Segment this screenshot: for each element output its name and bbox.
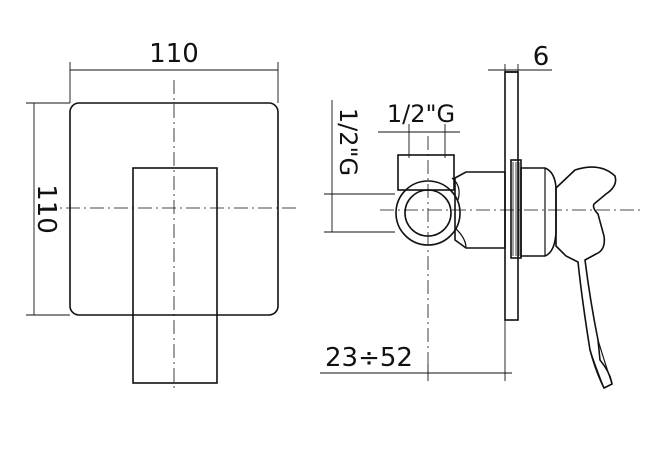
dimension-front-height-label: 110 [31, 184, 61, 234]
lever-handle [555, 166, 617, 390]
dimension-front-width-label: 110 [149, 39, 199, 69]
dimension-thread-side-label: 1/2"G [334, 108, 362, 176]
dimension-depth-label: 6 [533, 42, 550, 72]
dimension-depth [488, 64, 552, 78]
dimension-thread-side [324, 100, 395, 233]
front-view [42, 80, 300, 392]
top-inlet [397, 154, 455, 191]
valve-body [454, 171, 506, 249]
dimension-range [320, 320, 512, 381]
dimension-range-label: 23÷52 [325, 343, 413, 373]
escutcheon [520, 167, 557, 257]
dimension-front-width [69, 62, 279, 103]
dimension-thread-top-label: 1/2"G [387, 100, 455, 128]
dimension-front-height [26, 102, 70, 316]
lever-body [132, 167, 218, 384]
side-view [380, 71, 640, 390]
dimension-thread-top [378, 124, 460, 158]
